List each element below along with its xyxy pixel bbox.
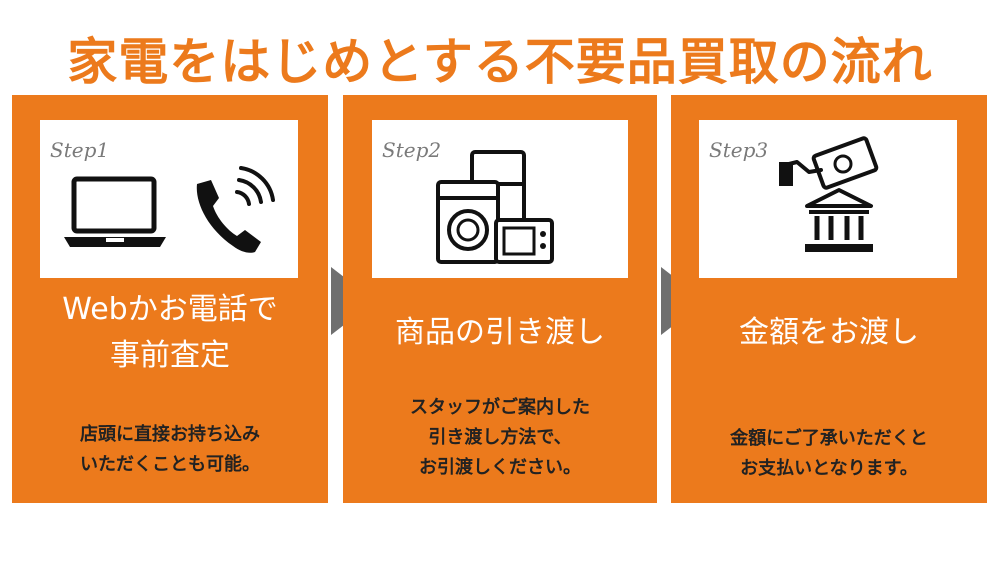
step-2-heading: 商品の引き渡し — [395, 315, 605, 350]
phone-icon — [196, 166, 275, 253]
appliances-icon — [436, 150, 554, 264]
step-1-panel: Step1 Webかお電話で 事前査定 店頭に直接お持ち込み いただくことも可能… — [12, 95, 328, 503]
page-title: 家電をはじめとする不要品買取の流れ — [67, 33, 933, 91]
step-1-image-box: Step1 — [40, 120, 298, 278]
step-3-panel: Step3 金額をお渡し 金額にご了承いただくと お支払いとなります。 — [671, 95, 987, 503]
step-3-heading: 金額をお渡し — [739, 315, 919, 350]
step-3-label: Step3 — [709, 138, 769, 162]
step-2-panel: Step2 商品の引き渡し スタッフがご案内した 引き渡し方法で、 お引渡しくだ… — [343, 95, 657, 503]
step-2-label: Step2 — [382, 138, 442, 162]
step-1-description: 店頭に直接お持ち込み いただくことも可能。 — [80, 424, 260, 475]
step-3-description: 金額にご了承いただくと お支払いとなります。 — [730, 428, 928, 479]
step-1-heading: Webかお電話で 事前査定 — [62, 292, 278, 373]
step-2-image-box: Step2 — [372, 120, 628, 278]
step-3-image-box: Step3 — [699, 120, 957, 278]
money-bank-icon — [779, 136, 879, 252]
laptop-icon — [64, 176, 166, 247]
step-1-label: Step1 — [50, 138, 110, 162]
step-2-description: スタッフがご案内した 引き渡し方法で、 お引渡しください。 — [410, 397, 590, 478]
